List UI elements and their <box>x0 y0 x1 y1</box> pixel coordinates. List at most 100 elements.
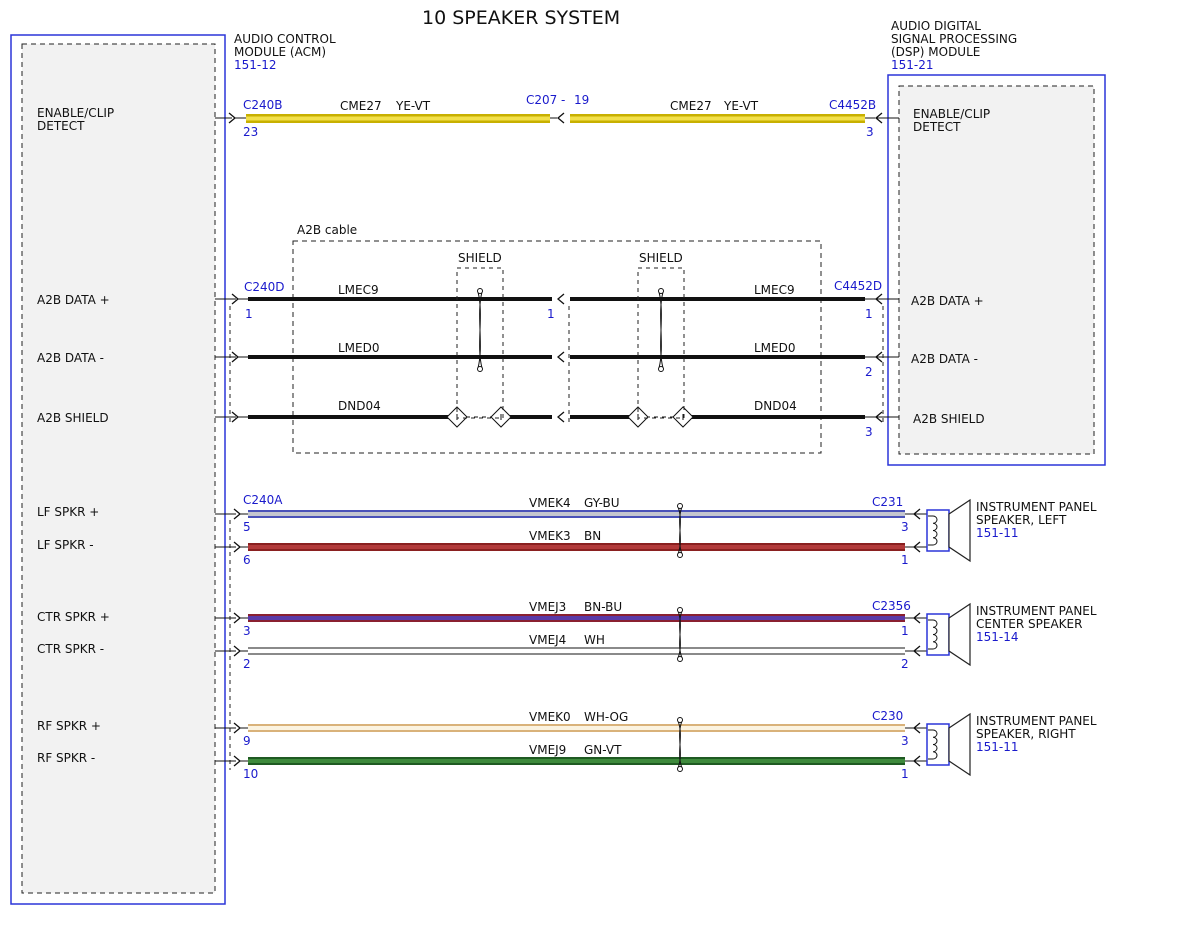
connector-pin-arrow <box>556 351 565 363</box>
acm-title-line2: MODULE (ACM) <box>234 45 326 59</box>
shield-box-2 <box>637 267 685 419</box>
dsp-pin-enable-2: DETECT <box>913 120 961 134</box>
twist-end <box>677 503 683 509</box>
wire-color-label: GN-VT <box>584 743 622 757</box>
dsp-pin-enable-1: ENABLE/CLIP <box>913 107 990 121</box>
connector-c240b: C240B <box>243 98 283 112</box>
speaker-name-line: INSTRUMENT PANEL <box>976 500 1097 514</box>
circuit-cme27-left: CME27 <box>340 99 382 113</box>
twist-end <box>658 288 664 294</box>
connector-c240d: C240D <box>244 280 285 294</box>
pin-left-number: 2 <box>243 657 251 671</box>
speaker-connector-label: C231 <box>872 495 903 509</box>
speaker-connector-label: C2356 <box>872 599 911 613</box>
pin-left-number: 5 <box>243 520 251 534</box>
speaker-cone <box>948 602 971 667</box>
acm-pin-lf-plus: LF SPKR + <box>37 505 99 519</box>
top-circuit <box>215 112 899 124</box>
speaker-icon <box>926 498 971 563</box>
dsp-title-line3: (DSP) MODULE <box>891 45 980 59</box>
circuit-lmec9-right: LMEC9 <box>754 283 795 297</box>
wire-circuit-label: VMEJ4 <box>529 633 566 647</box>
pin-c207: 19 <box>574 93 589 107</box>
pin-left-number: 6 <box>243 553 251 567</box>
wire-circuit-label: VMEK3 <box>529 529 571 543</box>
connector-pin-arrow <box>556 411 565 423</box>
pin-c240b: 23 <box>243 125 258 139</box>
connector-c207-dash: - <box>561 93 565 107</box>
acm-title-line1: AUDIO CONTROL <box>234 32 336 46</box>
wire-circuit-label: VMEJ9 <box>529 743 566 757</box>
a2b-cable-label: A2B cable <box>297 223 357 237</box>
acm-pin-lf-minus: LF SPKR - <box>37 538 94 552</box>
speaker-cone <box>948 498 971 563</box>
twist-end <box>677 766 683 772</box>
acm-pin-ctr-plus: CTR SPKR + <box>37 610 110 624</box>
acm-pin-rf-minus: RF SPKR - <box>37 751 95 765</box>
acm-module-box <box>10 34 226 905</box>
wire-circuit-label: VMEK4 <box>529 496 571 510</box>
speaker-name-line: SPEAKER, LEFT <box>976 513 1067 527</box>
circuit-lmed0-right: LMED0 <box>754 341 796 355</box>
color-cme27-right: YE-VT <box>723 99 759 113</box>
pin-right-number: 1 <box>901 624 909 638</box>
acm-module-inner <box>21 43 216 894</box>
acm-pin-enable-1: ENABLE/CLIP <box>37 106 114 120</box>
wire-color-label: BN <box>584 529 601 543</box>
dsp-module-inner <box>898 85 1095 455</box>
connector-c4452d: C4452D <box>834 279 882 293</box>
wire-stripe <box>248 726 905 730</box>
pin-left-number: 10 <box>243 767 258 781</box>
wire-stripe <box>248 759 905 763</box>
connector-c240a: C240A <box>243 493 283 507</box>
pin-c4452d-1: 1 <box>865 307 873 321</box>
connector-c207: C207 <box>526 93 557 107</box>
pin-c4452d-2: 2 <box>865 365 873 379</box>
inline-connector-arrow <box>556 112 565 124</box>
circuit-dnd04-left: DND04 <box>338 399 381 413</box>
dsp-module-box <box>887 74 1106 466</box>
connector-pin-arrow <box>556 293 565 305</box>
pin-c4452b: 3 <box>866 125 874 139</box>
pin-left-number: 3 <box>243 624 251 638</box>
twist-end <box>677 607 683 613</box>
acm-ref: 151-12 <box>234 58 277 72</box>
circuit-lmec9-left: LMEC9 <box>338 283 379 297</box>
speaker-coil <box>932 729 938 760</box>
wire-color-label: WH-OG <box>584 710 628 724</box>
acm-pin-a2b-plus: A2B DATA + <box>37 293 110 307</box>
wire-color-label: GY-BU <box>584 496 620 510</box>
speaker-icon <box>926 712 971 777</box>
twist-line <box>477 291 483 369</box>
acm-pin-ctr-minus: CTR SPKR - <box>37 642 104 656</box>
shield-label-1: SHIELD <box>458 251 502 265</box>
speaker-name-line: INSTRUMENT PANEL <box>976 604 1097 618</box>
circuit-cme27-right: CME27 <box>670 99 712 113</box>
wire-stripe <box>248 649 905 653</box>
twist-end <box>477 366 483 372</box>
pin-c240d: 1 <box>245 307 253 321</box>
twist-end <box>477 288 483 294</box>
color-cme27-left: YE-VT <box>395 99 431 113</box>
shield-box-1 <box>456 267 504 419</box>
pin-c4452d-3: 3 <box>865 425 873 439</box>
twist-line <box>658 291 664 369</box>
twist-end <box>658 366 664 372</box>
wire-stripe <box>248 545 905 549</box>
wire-cme27-left <box>246 114 550 123</box>
twist-end <box>677 552 683 558</box>
pin-right-number: 1 <box>901 767 909 781</box>
wire-circuit-label: VMEK0 <box>529 710 571 724</box>
dsp-title-line2: SIGNAL PROCESSING <box>891 32 1017 46</box>
wire-color-label: WH <box>584 633 605 647</box>
dsp-pin-a2b-minus: A2B DATA - <box>911 352 978 366</box>
wire-cme27-right <box>570 114 865 123</box>
circuit-dnd04-right: DND04 <box>754 399 797 413</box>
circuit-lmed0-left: LMED0 <box>338 341 380 355</box>
twist-end <box>677 717 683 723</box>
